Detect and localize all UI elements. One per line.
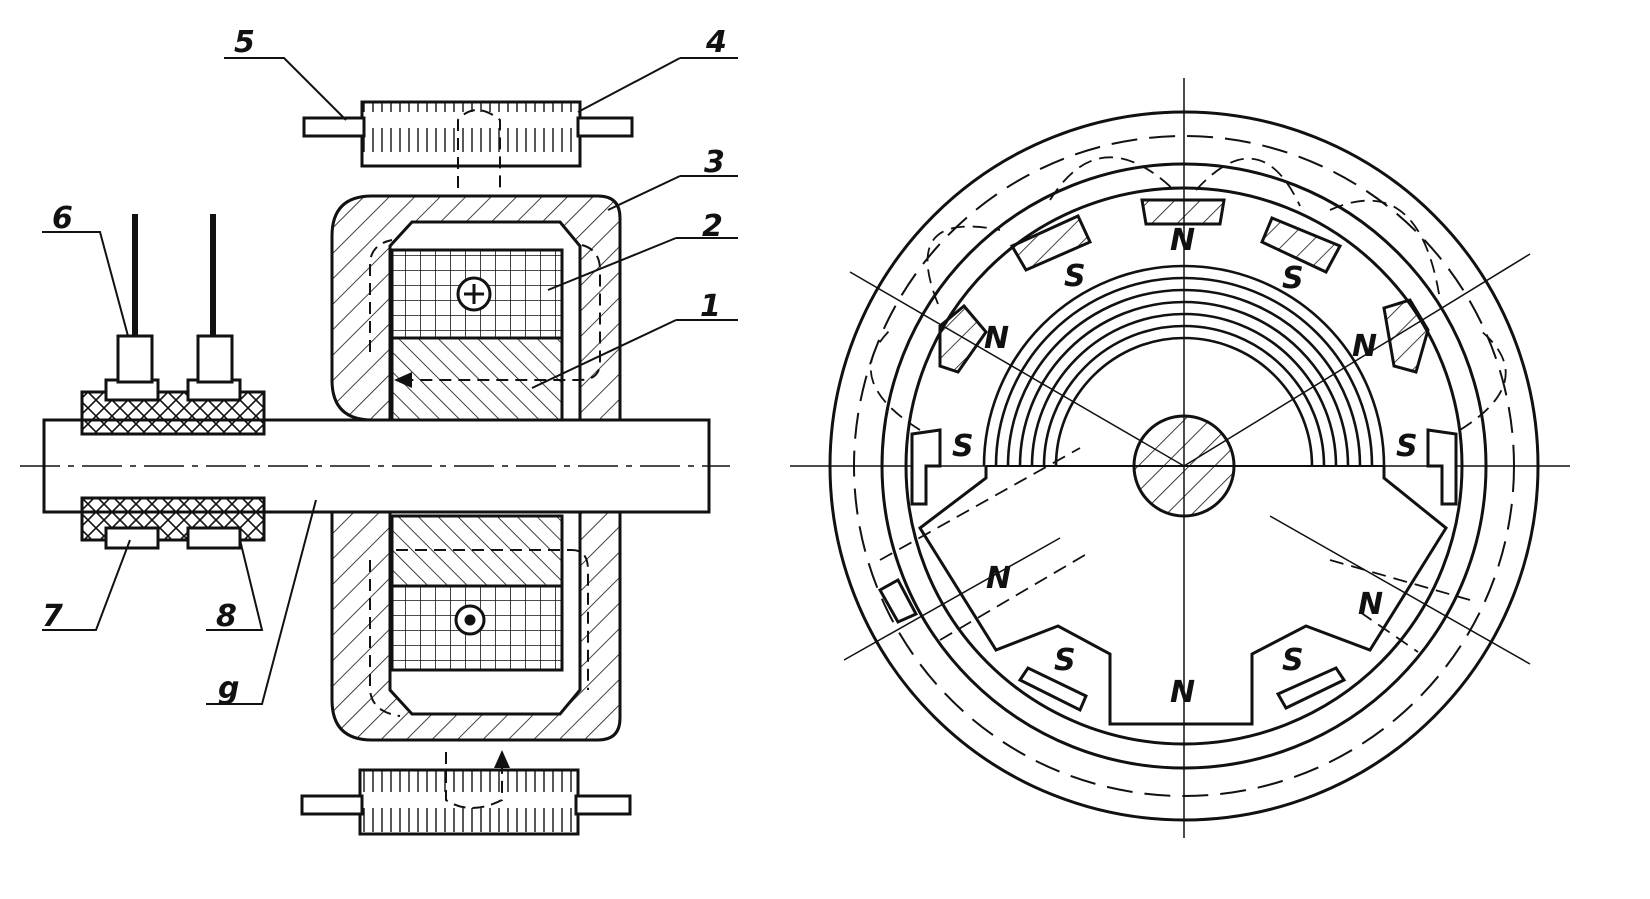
stator-top-lug-left xyxy=(302,116,366,138)
brush-left xyxy=(116,334,154,384)
pole-s-left: S xyxy=(952,429,974,464)
callout-3: 3 xyxy=(704,145,725,180)
callout-8: 8 xyxy=(216,599,237,634)
stator-top xyxy=(360,100,582,168)
stator-top-lug-right xyxy=(576,116,634,138)
stator-bottom-lug-right xyxy=(574,794,632,816)
shaft-end xyxy=(1132,414,1236,518)
diagonal-line-1 xyxy=(849,271,1185,467)
callout-4: 4 xyxy=(705,25,727,60)
callout-leaders xyxy=(42,57,738,705)
lower-pole-profile xyxy=(918,466,1448,726)
pole-s-bottom-right: S xyxy=(1282,643,1304,678)
pole-s-bottom-left: S xyxy=(1054,643,1076,678)
pole-n-right: N xyxy=(1352,329,1377,364)
slip-ring-8 xyxy=(186,526,242,550)
current-out-dot xyxy=(464,614,476,626)
callout-1: 1 xyxy=(700,289,721,324)
pole-n-bottom: N xyxy=(1170,675,1195,710)
diagonal-line-3 xyxy=(1269,515,1531,665)
diagonal-line-2 xyxy=(1183,253,1531,467)
pole-n-left: N xyxy=(984,321,1009,356)
flux-path-lower xyxy=(369,549,589,809)
stator-bottom xyxy=(358,768,580,836)
rotor-winding xyxy=(982,264,1386,467)
stator-bottom-lug-left xyxy=(300,794,364,816)
end-view xyxy=(790,78,1570,838)
slip-ring-7 xyxy=(104,526,160,550)
pole-n-top: N xyxy=(1170,223,1195,258)
pole-n-lower-left: N xyxy=(986,561,1011,596)
stator-teeth xyxy=(910,198,1458,506)
callout-2: 2 xyxy=(702,209,723,244)
callout-6: 6 xyxy=(52,201,73,236)
diagonal-line-4 xyxy=(843,537,1061,661)
pole-s-right: S xyxy=(1396,429,1418,464)
brush-right xyxy=(196,334,234,384)
stator-shoes-lower xyxy=(877,577,1347,713)
callout-9: g xyxy=(218,671,239,706)
flux-path-upper xyxy=(369,109,601,380)
section-view xyxy=(20,57,738,836)
pole-n-lower-right: N xyxy=(1358,587,1383,622)
current-in-cross xyxy=(464,284,484,304)
callout-7: 7 xyxy=(42,599,63,634)
pole-s-upper-left: S xyxy=(1064,259,1086,294)
end-view-flux xyxy=(869,156,1507,653)
callout-5: 5 xyxy=(234,25,255,60)
pole-s-upper-right: S xyxy=(1282,261,1304,296)
